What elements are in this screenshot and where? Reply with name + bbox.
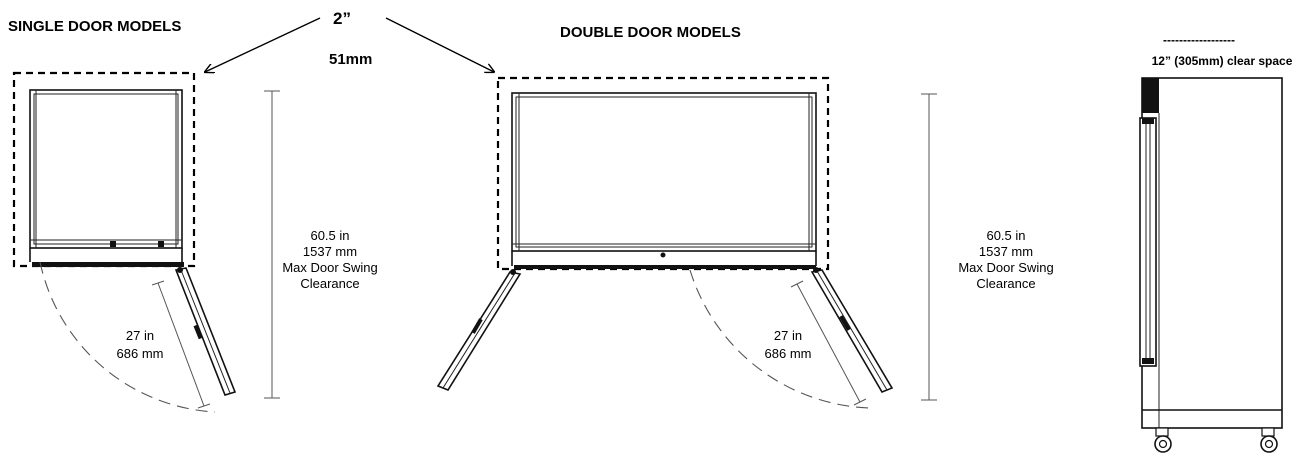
clear-space-dashes: ------------------	[1163, 33, 1235, 47]
double-door-plan	[436, 76, 894, 409]
caster-right	[1260, 427, 1278, 453]
single-height-mm: 1537 mm	[303, 244, 357, 259]
double-height-mm: 1537 mm	[979, 244, 1033, 259]
single-door-swing-arc	[39, 261, 216, 413]
double-door-title: DOUBLE DOOR MODELS	[560, 24, 741, 41]
gap-arrow-left	[205, 17, 321, 72]
gap-arrow-right	[385, 17, 494, 72]
single-height-note-1: Max Door Swing	[282, 260, 377, 275]
single-height-note-2: Clearance	[300, 276, 359, 291]
single-door-width-in: 27 in	[126, 328, 154, 343]
double-height-note-2: Clearance	[976, 276, 1035, 291]
double-height-note-1: Max Door Swing	[958, 260, 1053, 275]
single-clearance-box	[12, 71, 196, 268]
double-door-swing-arc	[689, 269, 871, 409]
double-door-width-mm: 686 mm	[765, 346, 812, 361]
double-clearance-box	[496, 76, 830, 271]
single-door-width-mm: 686 mm	[117, 346, 164, 361]
single-door-title: SINGLE DOOR MODELS	[8, 18, 181, 35]
double-height-in: 60.5 in	[986, 228, 1025, 243]
single-height-dimension	[264, 90, 280, 399]
gap-mm-label: 51mm	[329, 51, 372, 68]
side-view-unit	[1139, 77, 1283, 453]
gap-inch-label: 2”	[333, 9, 351, 28]
double-door-width-in: 27 in	[774, 328, 802, 343]
single-door-plan	[12, 71, 237, 413]
clear-space-label: 12” (305mm) clear space	[1152, 54, 1293, 68]
double-height-dimension	[921, 93, 937, 401]
caster-left	[1154, 427, 1172, 453]
single-height-in: 60.5 in	[310, 228, 349, 243]
